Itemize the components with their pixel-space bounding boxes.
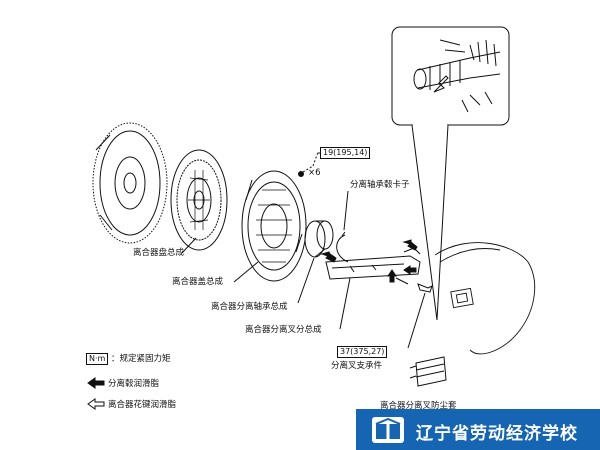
dust-boot-sketch bbox=[409, 356, 447, 387]
label-release-fork-support: 分离叉支承件 bbox=[331, 361, 383, 371]
label-clutch-disc-assy: 离合器盘总成 bbox=[133, 248, 185, 258]
legend-nm-box: N·m bbox=[86, 353, 109, 365]
hub-clip-sketch bbox=[336, 190, 349, 263]
label-release-bearing-assy: 离合器分离轴承总成 bbox=[211, 302, 288, 312]
clutch-cover-sketch bbox=[241, 170, 307, 282]
school-banner: 辽宁省劳动经济学校 bbox=[356, 409, 600, 450]
release-bearing-sketch bbox=[304, 220, 334, 258]
bolt-count: ×6 bbox=[308, 168, 321, 178]
legend-hub-grease: 分离毂润滑脂 bbox=[108, 379, 160, 389]
school-name: 辽宁省劳动经济学校 bbox=[416, 424, 578, 444]
torque-spec-bottom: 37(375,27) bbox=[340, 347, 385, 356]
flywheel-sketch bbox=[92, 122, 168, 244]
legend-row-torque: N·m ：规定紧固力矩 bbox=[86, 352, 171, 365]
label-release-bearing-hub-clip: 分离轴承毂卡子 bbox=[350, 180, 410, 190]
legend-spline-grease: 离合器花键润滑脂 bbox=[108, 400, 177, 410]
hub-grease-arrow-legend-icon bbox=[87, 377, 105, 389]
torque-spec-box-bottom: 37(375,27) bbox=[337, 346, 388, 358]
spline-grease-arrow-legend-icon bbox=[87, 398, 105, 410]
legend-nm-desc: ：规定紧固力矩 bbox=[111, 354, 171, 364]
label-clutch-cover-assy: 离合器盖总成 bbox=[172, 277, 224, 287]
school-logo-icon bbox=[372, 417, 404, 443]
cover-bolt-sketch bbox=[298, 151, 320, 177]
spline-detail-callout bbox=[391, 26, 510, 321]
clutch-disc-sketch bbox=[170, 149, 228, 251]
torque-spec-top: 19(195,14) bbox=[323, 148, 368, 157]
label-release-fork-subassy: 离合器分离叉分总成 bbox=[245, 325, 322, 335]
spline-grease-arrow-icon bbox=[433, 75, 449, 93]
input-shaft-spline-sketch bbox=[413, 39, 501, 113]
label-release-fork-boot: 离合器分离叉防尘套 bbox=[380, 401, 457, 411]
torque-spec-box-top: 19(195,14) bbox=[320, 147, 371, 159]
transmission-housing-sketch bbox=[434, 242, 536, 355]
fork-support-sketch bbox=[407, 283, 433, 349]
release-fork-sketch bbox=[320, 239, 421, 285]
